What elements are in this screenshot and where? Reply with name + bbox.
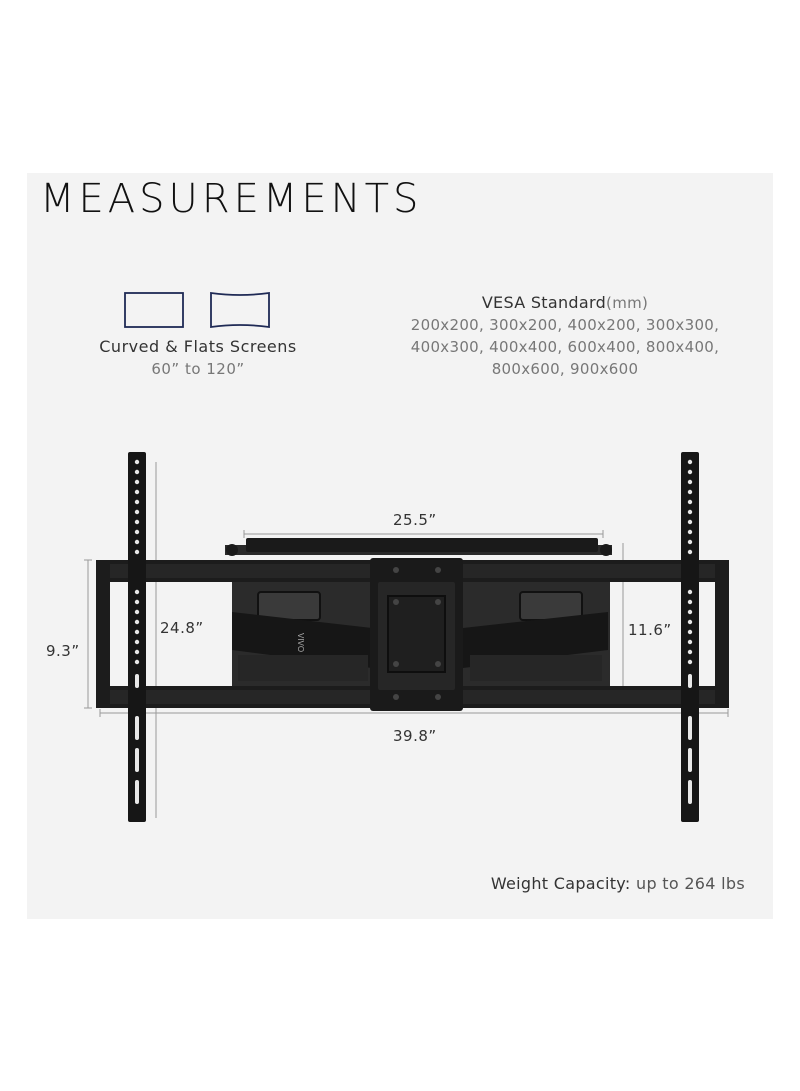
screens-label: Curved & Flats Screens: [99, 337, 297, 356]
page-title: MEASUREMENTS: [40, 176, 423, 222]
vesa-title: VESA Standard: [481, 293, 607, 312]
vesa-line-1: 200x200, 300x200, 400x200, 300x300,: [410, 316, 720, 334]
brand-mark: VIVO: [296, 633, 305, 652]
screens-range: 60” to 120”: [151, 360, 245, 378]
left-vertical-bracket: [128, 452, 146, 822]
dimension-top-width: 25.5”: [393, 511, 437, 529]
dimension-bottom-width: 39.8”: [393, 727, 437, 745]
dimension-left-height: 9.3”: [46, 642, 80, 660]
weight-capacity: Weight Capacity: up to 264 lbs: [491, 874, 745, 893]
dimension-right-height: 11.6”: [628, 621, 672, 639]
dimension-inner-height: 24.8”: [160, 619, 204, 637]
right-vertical-bracket: [681, 452, 699, 822]
flat-screen-icon: [124, 292, 184, 328]
vesa-line-3: 800x600, 900x600: [491, 360, 639, 378]
weight-capacity-label: Weight Capacity:: [490, 874, 631, 893]
vesa-standard-block: VESA Standard(mm) 200x200, 300x200, 400x…: [400, 292, 730, 380]
vesa-unit: (mm): [606, 294, 649, 312]
curved-screen-icon: [210, 292, 270, 328]
vesa-plate: [370, 558, 463, 711]
weight-capacity-value: up to 264 lbs: [636, 874, 745, 893]
vesa-line-2: 400x300, 400x400, 600x400, 800x400,: [410, 338, 720, 356]
